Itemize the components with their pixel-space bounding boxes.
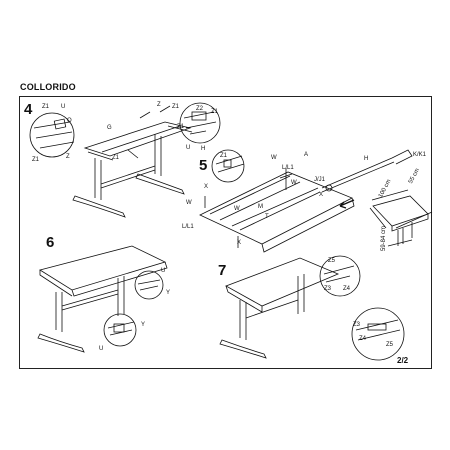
part-label: H — [364, 156, 369, 162]
step-number: 5 — [199, 157, 208, 174]
part-label: Z1 — [112, 155, 120, 161]
step-number: 6 — [46, 234, 55, 251]
step7-detail-circle-top — [319, 255, 361, 297]
page-number: 2/2 — [397, 356, 409, 365]
dimension-height: 59-84 cm — [381, 225, 387, 251]
part-label: X — [204, 184, 209, 190]
part-label: Y — [141, 322, 146, 328]
part-label: Z5 — [386, 342, 394, 348]
dimension-desk-drawing — [369, 189, 433, 247]
part-label: Z1 — [211, 109, 219, 115]
part-label: J/J1 — [314, 177, 326, 183]
part-label: X — [319, 192, 324, 198]
step6-detail-circle-bottom — [103, 313, 137, 347]
step6-leg-right — [117, 276, 125, 316]
part-label: Z4 — [359, 336, 367, 342]
part-label: O — [67, 118, 72, 124]
part-label: Z1 — [42, 104, 50, 110]
step4-top-frame — [83, 121, 192, 157]
step4-foot-left — [72, 195, 126, 218]
part-label: U — [186, 145, 191, 151]
part-label: M — [258, 204, 263, 210]
part-label: H — [201, 146, 206, 152]
step4-detail-circle-right — [179, 102, 221, 144]
part-label: Z3 — [324, 286, 332, 292]
step-number: 4 — [24, 101, 33, 118]
part-label: X — [237, 240, 242, 246]
part-label: U — [99, 346, 104, 352]
part-label: A — [304, 152, 309, 158]
part-label: Z1 — [177, 124, 185, 130]
part-label: W — [186, 200, 192, 206]
part-label: Z — [157, 102, 161, 108]
step7-leg-left — [239, 300, 247, 340]
part-label: W — [234, 206, 240, 212]
part-label: U — [61, 104, 66, 110]
step4-foot-right — [135, 173, 185, 195]
part-label: Z1 — [220, 153, 228, 159]
part-label: Z1 — [172, 104, 180, 110]
step7-detail-circle-bottom — [351, 307, 405, 361]
part-label: U — [161, 268, 166, 274]
part-label: Y — [166, 290, 171, 296]
part-label: Z4 — [343, 286, 351, 292]
document-title: COLLORIDO — [20, 82, 76, 92]
step7-leg-right — [297, 274, 305, 314]
instruction-frame — [19, 96, 432, 369]
part-label: Z3 — [353, 322, 361, 328]
part-label: Z2 — [196, 106, 204, 112]
step6-leg-left — [55, 292, 63, 332]
step7-tabletop-tilted — [225, 257, 340, 307]
part-label: T — [265, 214, 269, 220]
step5-detail-circle — [211, 149, 245, 183]
part-label: Z — [66, 154, 70, 160]
step5-crank-rod — [321, 157, 395, 193]
step7-drawing — [219, 255, 405, 361]
step4-drawing — [29, 102, 221, 218]
step5-drawing — [199, 149, 413, 253]
step4-detail-circle — [29, 112, 75, 158]
step-number: 7 — [218, 262, 227, 279]
part-label: K/K1 — [413, 152, 427, 158]
part-label: L/L1 — [282, 165, 294, 171]
step6-tabletop — [39, 245, 167, 291]
step6-detail-circle-top — [134, 270, 164, 300]
step6-drawing — [37, 245, 168, 353]
part-label: Z1 — [32, 157, 40, 163]
part-label: W — [291, 180, 297, 186]
part-label: W — [271, 155, 277, 161]
step4-leg-left — [94, 158, 102, 200]
step4-leg-right — [154, 134, 162, 176]
part-label: L/L1 — [182, 224, 194, 230]
part-label: G — [107, 125, 112, 131]
part-label: Z5 — [328, 258, 336, 264]
